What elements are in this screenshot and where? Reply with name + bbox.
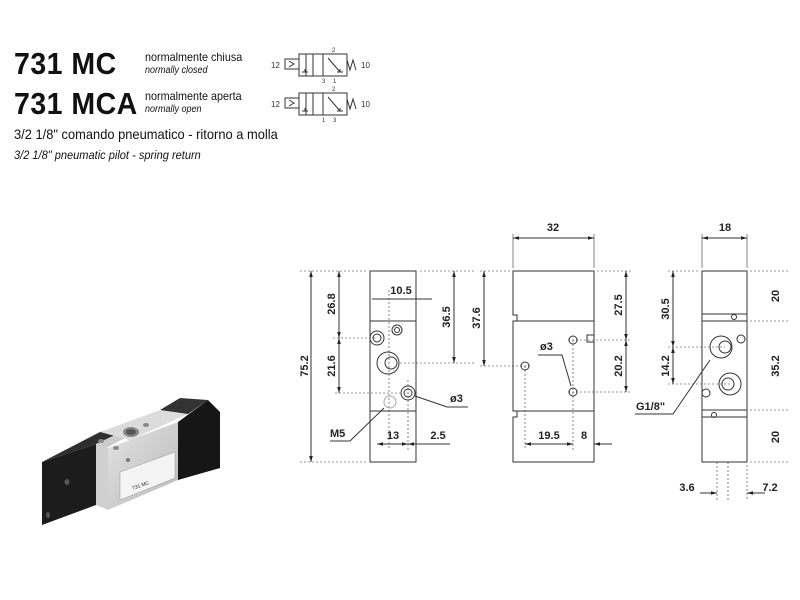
dim-10-5: 10.5 (390, 285, 411, 297)
port-2: 2 (332, 48, 336, 54)
dim-19-5: 19.5 (538, 430, 559, 442)
port-12: 12 (271, 61, 280, 70)
model-code-mca: 731 MCA (14, 86, 138, 121)
port-10: 10 (361, 61, 370, 70)
valve-symbol-nc: 12 10 2 3 1 (271, 48, 370, 85)
product-photo: 731 MC (42, 398, 220, 525)
dim-20-bottom: 20 (770, 431, 782, 443)
dim-20-top: 20 (770, 290, 782, 302)
port-10: 10 (361, 100, 370, 109)
dim-37-6: 37.6 (471, 307, 483, 328)
dim-3-6: 3.6 (679, 482, 694, 494)
model-code-mc: 731 MC (14, 46, 117, 81)
subtitle-en: 3/2 1/8" pneumatic pilot - spring return (14, 148, 201, 162)
dim-overall-height: 75.2 (299, 355, 311, 376)
dim-width-32: 32 (547, 222, 559, 234)
dim-8: 8 (581, 430, 587, 442)
end-view (635, 234, 790, 500)
port-3: 3 (333, 118, 337, 124)
label-thread-g18: G1/8" (636, 401, 665, 413)
dim-21-6: 21.6 (326, 355, 338, 376)
dim-2-5: 2.5 (430, 430, 445, 442)
label-hole-diameter-side: ø3 (540, 341, 553, 353)
desc-it-mc: normalmente chiusa (145, 50, 243, 64)
valve-symbol-no: 12 10 2 1 3 (271, 87, 370, 124)
port-2: 2 (332, 87, 336, 93)
dim-26-8: 26.8 (326, 293, 338, 314)
label-hole-diameter: ø3 (450, 393, 463, 405)
subtitle-it: 3/2 1/8" comando pneumatico - ritorno a … (14, 126, 278, 142)
desc-en-mca: normally open (145, 104, 202, 115)
port-1: 1 (322, 118, 326, 124)
dim-14-2: 14.2 (660, 355, 672, 376)
dim-35-2: 35.2 (770, 355, 782, 376)
dim-30-5: 30.5 (660, 298, 672, 319)
desc-it-mca: normalmente aperta (145, 89, 242, 103)
photo-label: 731 MC (132, 480, 151, 492)
dim-27-5: 27.5 (613, 294, 625, 315)
dim-13: 13 (387, 430, 399, 442)
dim-20-2: 20.2 (613, 355, 625, 376)
front-view (300, 270, 474, 463)
dim-width-18: 18 (719, 222, 731, 234)
label-thread-m5: M5 (330, 428, 345, 440)
side-view (480, 234, 631, 463)
desc-en-mc: normally closed (145, 65, 208, 76)
port-1: 1 (333, 79, 337, 85)
port-3: 3 (322, 79, 326, 85)
dim-7-2: 7.2 (762, 482, 777, 494)
port-12: 12 (271, 100, 280, 109)
dim-36-5: 36.5 (441, 306, 453, 327)
